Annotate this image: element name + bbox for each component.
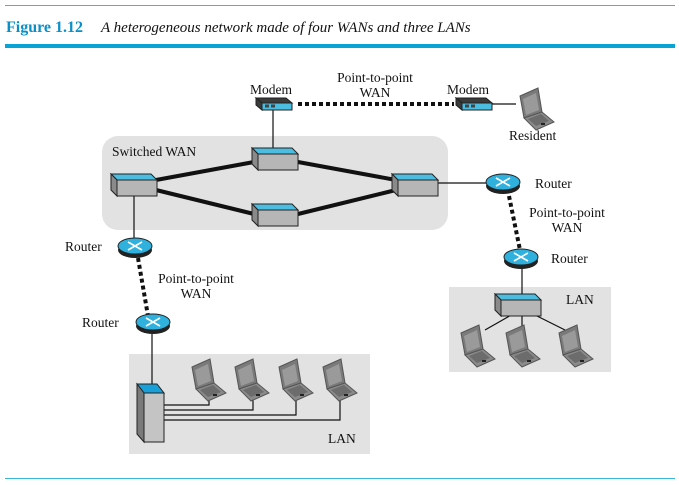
resident-laptop-icon [519, 87, 555, 131]
p2p-wan-link-right [507, 195, 522, 251]
switched-link-top-right [297, 160, 397, 182]
router-left-bottom-icon [135, 313, 171, 335]
router-left-top-label: Router [65, 239, 102, 254]
switched-link-left-top [155, 160, 255, 182]
bottom-rule [5, 478, 675, 479]
modem-right-icon [455, 97, 493, 111]
figure-label: Figure 1.12 [6, 19, 84, 36]
p2p-wan-link-left [136, 257, 150, 317]
router-right-bottom-icon [503, 248, 539, 270]
switch-top-icon [251, 147, 299, 171]
router-left-top-icon [117, 237, 153, 259]
p2p-left-label-line2: WAN [181, 286, 212, 301]
top-rule [5, 5, 675, 6]
lan-right-label: LAN [566, 292, 594, 307]
lan-right-switch-icon [494, 293, 542, 317]
lan-bottom-hub-icon [135, 382, 166, 444]
switched-link-bottom-right [297, 188, 397, 216]
modem-right-label: Modem [447, 82, 489, 97]
figure-caption: Figure 1.12 A heterogeneous network made… [6, 19, 471, 37]
caption-rule [5, 44, 675, 48]
switched-link-left-bottom [155, 188, 255, 216]
p2p-top-label-line2: WAN [360, 85, 391, 100]
switch-left-icon [110, 173, 158, 197]
switched-wan-label: Switched WAN [112, 144, 196, 159]
lan-bottom-link-4 [164, 392, 341, 421]
p2p-left-label-line1: Point-to-point [158, 271, 234, 286]
switch-right-icon [391, 173, 439, 197]
p2p-top-label-line1: Point-to-point [337, 70, 413, 85]
modem-left-icon [255, 97, 293, 111]
p2p-right-label-line1: Point-to-point [529, 205, 605, 220]
switched-wan-region [102, 136, 448, 230]
lan-bottom-label: LAN [328, 431, 356, 446]
resident-label: Resident [509, 128, 556, 143]
router-right-top-icon [485, 173, 521, 195]
figure-title: A heterogeneous network made of four WAN… [101, 20, 471, 36]
modem-left-label: Modem [250, 82, 292, 97]
p2p-right-label-line2: WAN [552, 220, 583, 235]
switch-bottom-icon [251, 203, 299, 227]
router-right-bottom-label: Router [551, 251, 588, 266]
router-right-top-label: Router [535, 176, 572, 191]
router-left-bottom-label: Router [82, 315, 119, 330]
